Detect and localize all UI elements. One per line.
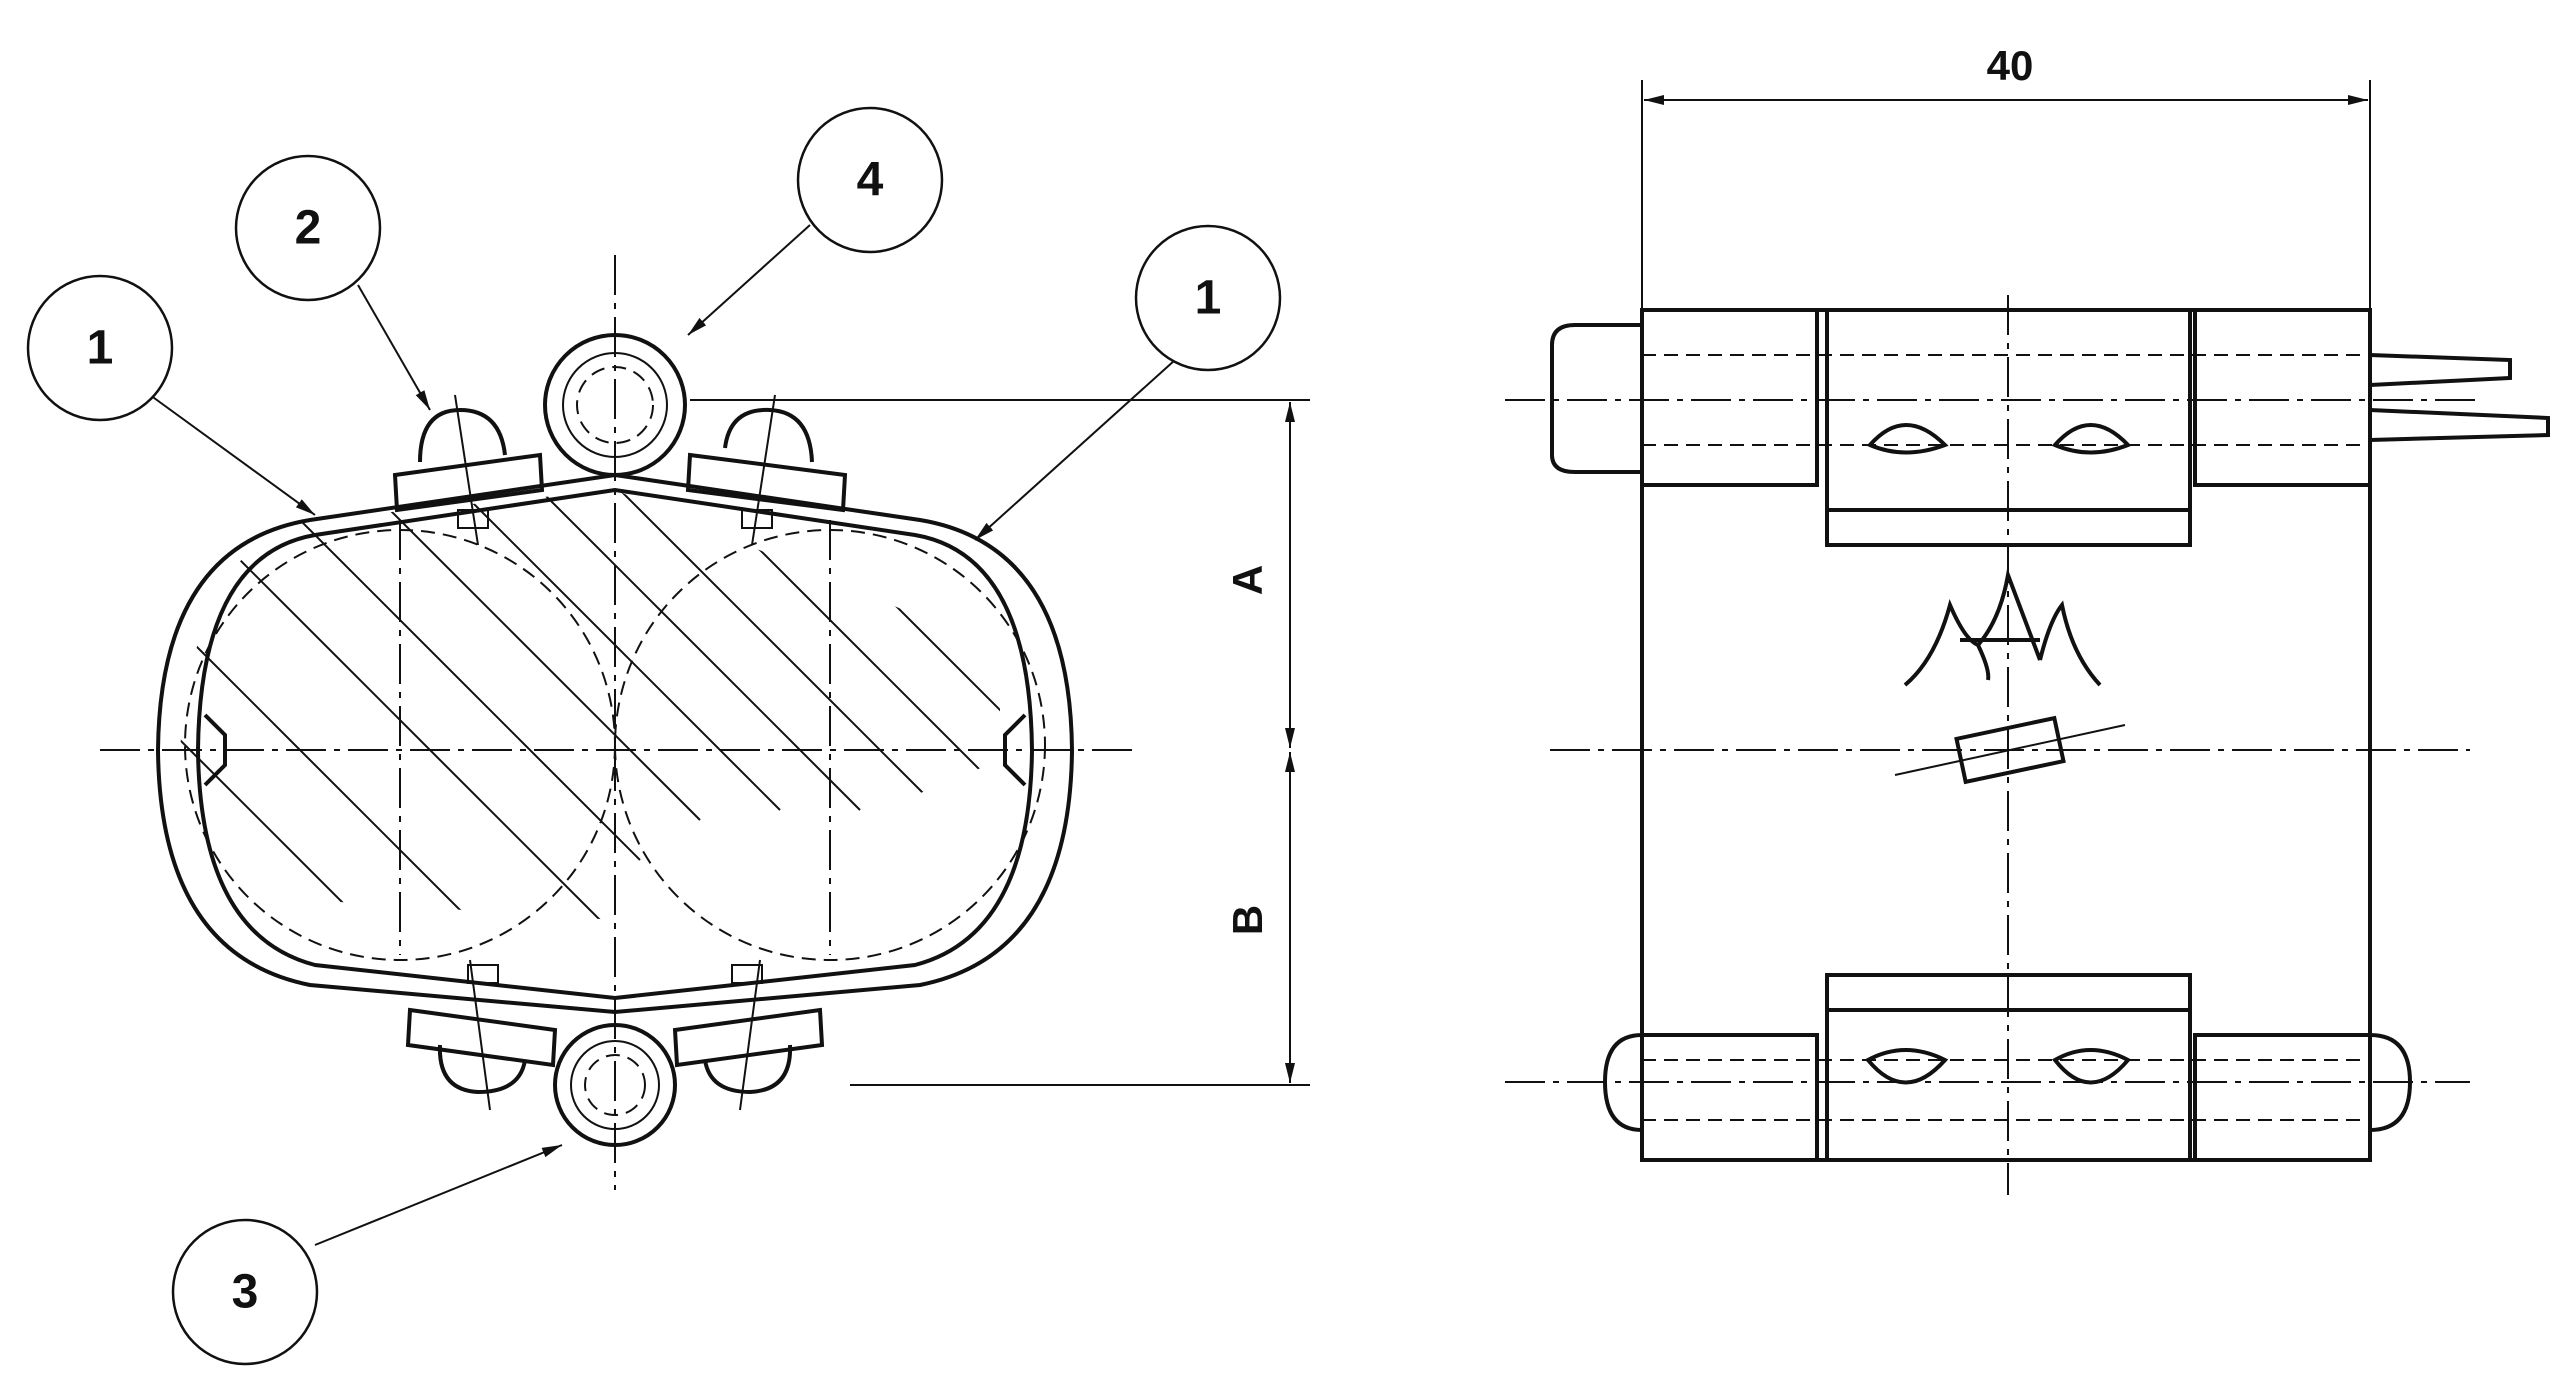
bottom-window-left bbox=[1864, 1048, 1949, 1085]
width-dimension-label: 40 bbox=[1987, 42, 2034, 89]
top-window-left bbox=[1866, 423, 1949, 455]
leader-3 bbox=[314, 1144, 563, 1246]
top-right-nut bbox=[723, 407, 814, 463]
callout-1-right: 1 bbox=[1134, 224, 1282, 372]
top-bolt-head bbox=[1550, 323, 1642, 474]
svg-text:1: 1 bbox=[1195, 272, 1222, 325]
bottom-knuckle-middle bbox=[1825, 973, 2192, 1162]
top-hinge-pin bbox=[576, 366, 654, 444]
top-right-plate bbox=[685, 452, 848, 513]
clamp-band-outer bbox=[155, 472, 1075, 1015]
bottom-hinge-pin bbox=[584, 1054, 646, 1116]
svg-text:2: 2 bbox=[295, 202, 322, 255]
leader-2 bbox=[357, 284, 431, 411]
front-view: A B 1 2 4 1 3 bbox=[26, 106, 1310, 1366]
svg-text:1: 1 bbox=[87, 322, 114, 375]
bottom-knuckle-left bbox=[1640, 1033, 1819, 1162]
leader-4 bbox=[687, 224, 811, 336]
callout-3: 3 bbox=[171, 1218, 319, 1366]
leader-1-left bbox=[149, 394, 316, 516]
svg-text:4: 4 bbox=[857, 154, 884, 207]
left-conductor-outline bbox=[184, 529, 616, 961]
bottom-hinge-inner bbox=[570, 1040, 660, 1130]
bottom-end-right bbox=[2369, 1033, 2413, 1132]
leader-1-right bbox=[974, 359, 1176, 541]
callout-1-left: 1 bbox=[26, 274, 174, 422]
clamp-band-inner bbox=[195, 487, 1035, 1001]
top-left-nut bbox=[418, 407, 507, 463]
top-hinge-outer bbox=[543, 333, 687, 477]
top-knuckle-left bbox=[1640, 308, 1819, 487]
top-window-right bbox=[2051, 423, 2132, 455]
wire-lower bbox=[2369, 408, 2550, 442]
right-notch bbox=[1003, 713, 1027, 787]
dimension-b-label: B bbox=[1224, 905, 1271, 935]
bottom-end-left bbox=[1602, 1033, 1643, 1132]
dimension-a-label: A bbox=[1224, 565, 1271, 595]
top-knuckle-middle bbox=[1825, 308, 2192, 547]
side-body bbox=[1640, 308, 2372, 1162]
bottom-right-nut bbox=[703, 1044, 793, 1095]
bottom-hinge-outer bbox=[553, 1023, 677, 1147]
top-left-plate bbox=[392, 452, 545, 513]
bottom-right-plate bbox=[672, 1007, 825, 1068]
bottom-window-right bbox=[2052, 1048, 2132, 1085]
conductor-section-hatch bbox=[180, 490, 1000, 920]
bottom-knuckle-right bbox=[2193, 1033, 2372, 1162]
bottom-left-plate bbox=[405, 1007, 558, 1068]
left-notch bbox=[203, 713, 227, 787]
top-knuckle-right bbox=[2193, 308, 2372, 487]
bottom-left-nut bbox=[437, 1044, 527, 1095]
side-view: 40 bbox=[1505, 42, 2550, 1195]
callout-2: 2 bbox=[234, 154, 382, 302]
manufacturer-logo bbox=[1903, 567, 2102, 687]
callout-4: 4 bbox=[796, 106, 944, 254]
top-hinge-inner bbox=[562, 352, 668, 458]
svg-text:3: 3 bbox=[232, 1266, 259, 1319]
right-conductor-outline bbox=[614, 529, 1046, 961]
wire-upper bbox=[2369, 353, 2512, 387]
